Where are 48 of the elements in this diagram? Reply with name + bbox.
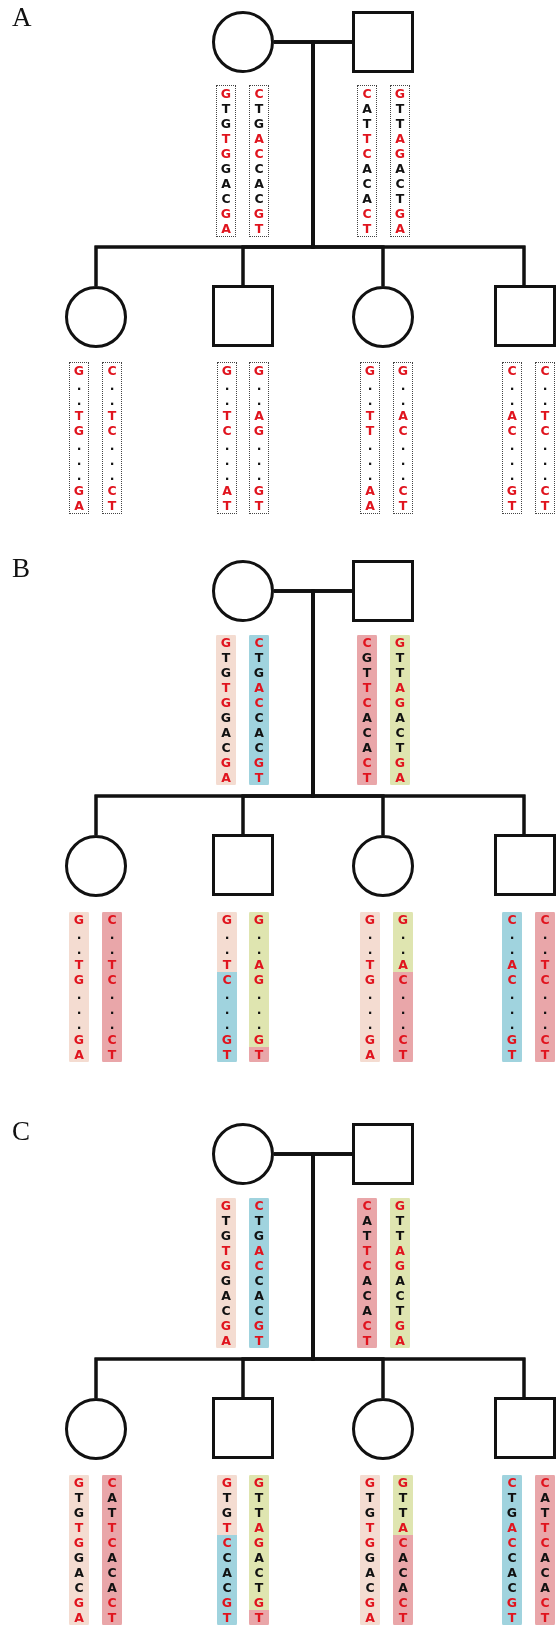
haplotype-column: G T G T G G A C G A <box>216 85 236 237</box>
haplotype-column: C T G A C C A C G T <box>502 1474 522 1626</box>
haplotype-column: G . . T T . . . A A <box>360 362 380 514</box>
haplotype-column: C A T T C A C A C T <box>102 1474 122 1626</box>
haplotype-column: G . . T G . . . G A <box>69 911 89 1063</box>
haplotype-column: G T T A G A C T G A <box>390 85 410 237</box>
haplotype-column: G T G T G G A C G A <box>216 1197 236 1349</box>
male-symbol <box>352 11 414 73</box>
haplotype-column: C T G A C C A C G T <box>249 1197 269 1349</box>
male-symbol <box>494 834 556 896</box>
haplotype-column: C A T T C A C A C T <box>535 1474 555 1626</box>
male-symbol <box>352 560 414 622</box>
haplotype-column: C . . T C . . . C T <box>535 911 555 1063</box>
haplotype-column: G . . T G . . . G A <box>360 911 380 1063</box>
haplotype-column: G . . A C . . . C T <box>393 362 413 514</box>
haplotype-column: G T G T G G A C G A <box>360 1474 380 1626</box>
haplotype-column: C . . A C . . . G T <box>502 911 522 1063</box>
male-symbol <box>494 285 556 347</box>
haplotype-column: C A T T C A C A C T <box>357 1197 377 1349</box>
male-symbol <box>494 1397 556 1459</box>
male-symbol <box>212 834 274 896</box>
haplotype-column: G . . T C . . . A T <box>217 362 237 514</box>
haplotype-column: C . . T C . . . C T <box>102 911 122 1063</box>
haplotype-column: G . . A C . . . C T <box>393 911 413 1063</box>
haplotype-column: C . . T C . . . C T <box>535 362 555 514</box>
haplotype-column: G T T A G A C T G A <box>390 1197 410 1349</box>
male-symbol <box>212 285 274 347</box>
haplotype-column: G T G T C C A C G T <box>217 1474 237 1626</box>
haplotype-column: G T G T G G A C G A <box>69 1474 89 1626</box>
male-symbol <box>352 1123 414 1185</box>
haplotype-column: C . . T C . . . C T <box>102 362 122 514</box>
haplotype-column: C T G A C C A C G T <box>249 85 269 237</box>
haplotype-column: G . . A G . . . G T <box>249 911 269 1063</box>
haplotype-column: C T G A C C A C G T <box>249 634 269 786</box>
haplotype-column: C . . A C . . . G T <box>502 362 522 514</box>
haplotype-column: G T T A G A C T G T <box>249 1474 269 1626</box>
haplotype-column: C G T T C A C A C T <box>357 634 377 786</box>
male-symbol <box>212 1397 274 1459</box>
haplotype-column: C A T T C A C A C T <box>357 85 377 237</box>
panel-label: C <box>12 1116 30 1146</box>
haplotype-column: G . . T C . . . G T <box>217 911 237 1063</box>
haplotype-column: G T T A G A C T G A <box>390 634 410 786</box>
haplotype-column: G . . A G . . . G T <box>249 362 269 514</box>
haplotype-column: G T G T G G A C G A <box>216 634 236 786</box>
panel-label: A <box>12 2 32 32</box>
haplotype-column: G T T A C A C A C T <box>393 1474 413 1626</box>
haplotype-column: G . . T G . . . G A <box>69 362 89 514</box>
panel-label: B <box>12 553 30 583</box>
